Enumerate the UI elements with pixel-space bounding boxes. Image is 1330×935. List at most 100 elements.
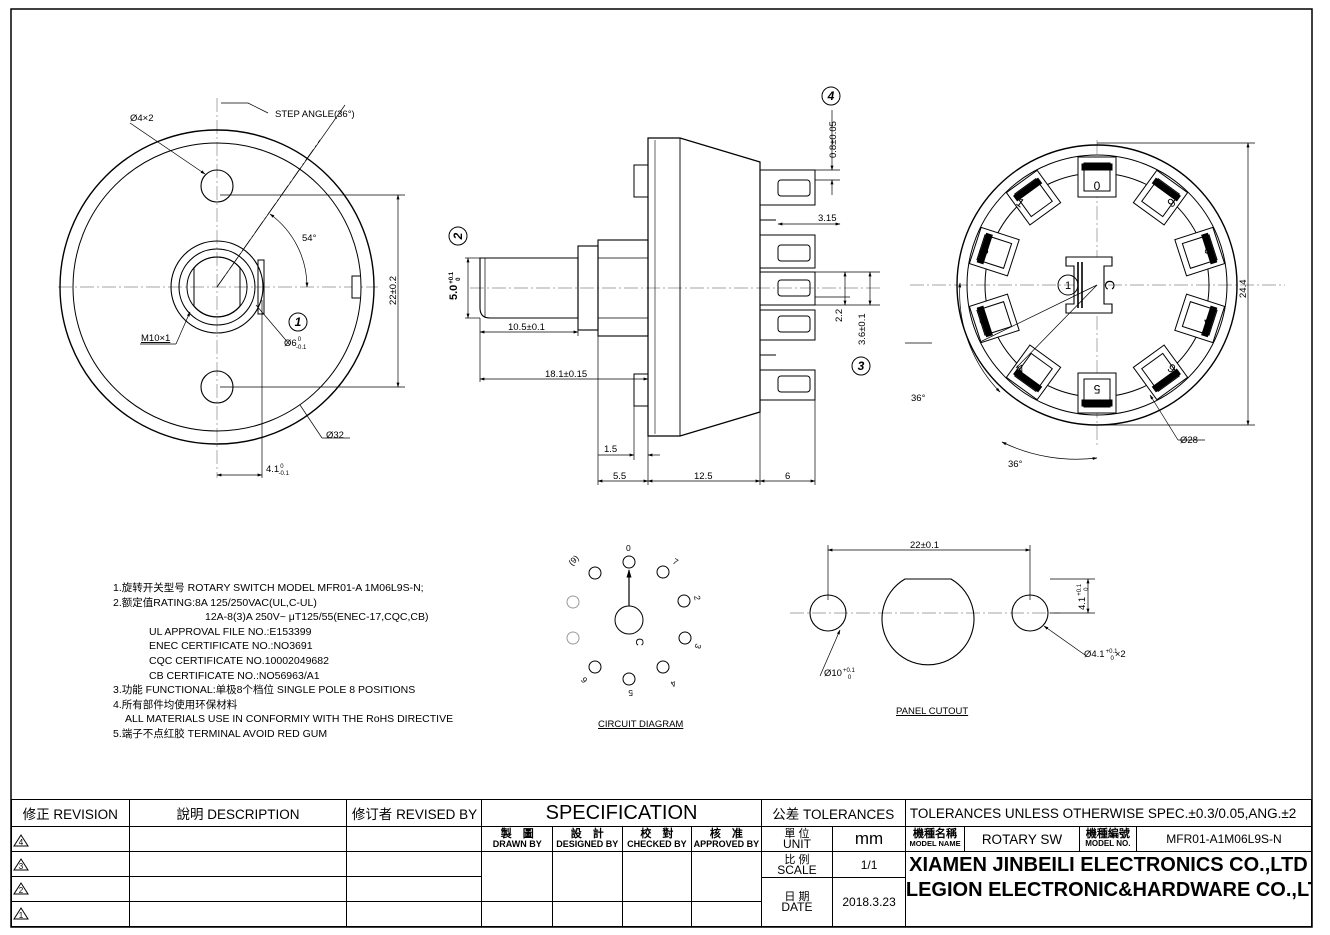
circuit-label-0: 0 — [626, 543, 631, 553]
height-22-label: 22±0.2 — [388, 276, 399, 305]
approved-by-cn: 核 准 — [709, 828, 743, 840]
revision-header: 修正 REVISION — [11, 799, 130, 827]
rear-view — [905, 140, 1285, 460]
balloon-1 — [288, 312, 308, 332]
balloon-1-text: 1 — [295, 315, 302, 329]
rev-desc-4 — [128, 826, 348, 852]
note-line: ALL MATERIALS USE IN CONFORMIY WITH THE … — [125, 713, 454, 726]
specification-header: SPECIFICATION — [481, 799, 762, 827]
panel-cutout — [790, 545, 1095, 677]
balloon-3 — [851, 356, 871, 376]
note-line: 12A-8(3)A 250V~ μT125/55(ENEC-17,CQC,CB) — [205, 611, 429, 624]
date-label-cn: 日 期 — [784, 891, 810, 903]
dia-24-4-label: 24.4 — [1238, 280, 1249, 299]
circuit-label-2: 2 — [692, 595, 703, 602]
d-5-5-label: 5.5 — [613, 471, 626, 482]
step-angle-label: STEP ANGLE(36°) — [275, 109, 355, 120]
note-line: CQC CERTIFICATE NO.10002049682 — [149, 654, 329, 667]
side-view — [465, 110, 880, 485]
model-no-label-cn: 機種編號 — [1085, 828, 1130, 840]
rev-by-2 — [346, 876, 483, 902]
approved-by-sign — [691, 851, 762, 902]
terminal-label-2: 2 — [976, 246, 991, 257]
circuit-label-9: (9) — [566, 553, 581, 568]
thread-label: M10×1 — [141, 333, 170, 344]
front-view — [58, 98, 405, 478]
rev-row-4 — [11, 826, 130, 852]
drawing-border — [10, 8, 1313, 928]
terminal-label-0: 0 — [1094, 179, 1101, 193]
terminal-label-3: 3 — [976, 316, 991, 327]
rev-desc-2 — [128, 876, 348, 902]
circuit-label-7: 7 — [671, 556, 680, 567]
front-view-labels: Ø4×2 STEP ANGLE(36°) 54° M10×1 Ø60-0.1 2… — [130, 109, 399, 477]
note-line: UL APPROVAL FILE NO.:E153399 — [149, 625, 312, 638]
circuit-label-c: C — [633, 638, 645, 646]
dia-28-label: Ø28 — [1180, 435, 1198, 446]
t-2-2-label: 2.2 — [834, 309, 845, 322]
angle-36-label-a: 36° — [911, 393, 926, 404]
designed-by-sign — [552, 851, 623, 902]
circuit-diagram — [566, 555, 692, 686]
angle-54-label: 54° — [302, 233, 317, 244]
shaft-dia-label: Ø60-0.1 — [284, 337, 307, 351]
len-18-1-label: 18.1±0.15 — [545, 369, 587, 380]
d-12-5-label: 12.5 — [694, 471, 713, 482]
balloon-text: 1 2 3 4 — [295, 89, 865, 373]
panel-cutout-title: PANEL CUTOUT — [896, 706, 969, 717]
balloon-2-text: 2 — [451, 232, 465, 240]
model-no-value: MFR01-A1M06L9S-N — [1135, 826, 1313, 852]
t-3-6-label: 3.6±0.1 — [857, 313, 868, 345]
rev-desc-3 — [128, 851, 348, 877]
angle-36-label-b: 36° — [1008, 459, 1023, 470]
unit-label-en: UNIT — [782, 837, 811, 851]
rear-balloon-1: 1 — [1065, 280, 1071, 292]
notes-block: 1.旋转开关型号 ROTARY SWITCH MODEL MFR01-A 1M0… — [113, 581, 453, 742]
note-line: ENEC CERTIFICATE NO.:NO3691 — [149, 640, 313, 653]
rev-row-3 — [11, 851, 130, 877]
date-label-en: DATE — [781, 900, 813, 914]
note-line: 1.旋转开关型号 ROTARY SWITCH MODEL MFR01-A 1M0… — [113, 582, 424, 594]
note-line: 3.功能 FUNCTIONAL:单极8个档位 SINGLE POLE 8 POS… — [113, 684, 416, 697]
designed-by-cn: 設 計 — [570, 828, 604, 840]
model-no-label-en: MODEL NO. — [1085, 839, 1131, 848]
flat-label: 4.10-0.1 — [266, 464, 290, 477]
rev-by-1 — [346, 901, 483, 927]
balloons — [288, 86, 871, 376]
pc-4-1-label: 4.1+0.10 — [1077, 583, 1090, 610]
rev-by-3 — [346, 851, 483, 877]
circuit-label-5: 5 — [628, 688, 633, 698]
model-name-label-en: MODEL NAME — [909, 839, 961, 848]
terminal-label-7: 7 — [1201, 316, 1216, 327]
note-line: 4.所有部件均使用环保材料 — [113, 698, 238, 711]
company-name-2: LEGION ELECTRONIC&HARDWARE CO.,LTD — [904, 877, 1313, 927]
circuit-labels: (9) 0 7 2 3 4 5 6 C — [566, 543, 703, 698]
note-line: 2.额定值RATING:8A 125/250VAC(UL,C-UL) — [113, 596, 317, 609]
shaft-5-label: 5.0+0.10 — [448, 271, 462, 300]
checked-by-sign — [621, 851, 693, 902]
blank-sign-3 — [621, 901, 693, 927]
drawn-by-cn: 製 圖 — [500, 828, 534, 840]
circuit-label-4: 4 — [669, 678, 678, 689]
rev-row-1 — [11, 901, 130, 927]
d-1-5-label: 1.5 — [604, 444, 617, 455]
tolerances-header: 公差 TOLERANCES — [760, 799, 906, 827]
bore-label: Ø4×2 — [130, 113, 154, 124]
balloon-2 — [448, 226, 468, 246]
scale-value: 1/1 — [832, 851, 906, 878]
terminal-label-5: 5 — [1093, 382, 1100, 396]
rev-row-2 — [11, 876, 130, 902]
unit-value: mm — [832, 826, 906, 852]
unit-label-cn: 單 位 — [784, 828, 810, 840]
t-3-15-label: 3.15 — [818, 213, 837, 224]
d-6-label: 6 — [785, 471, 790, 482]
balloon-4-text: 4 — [827, 89, 835, 103]
